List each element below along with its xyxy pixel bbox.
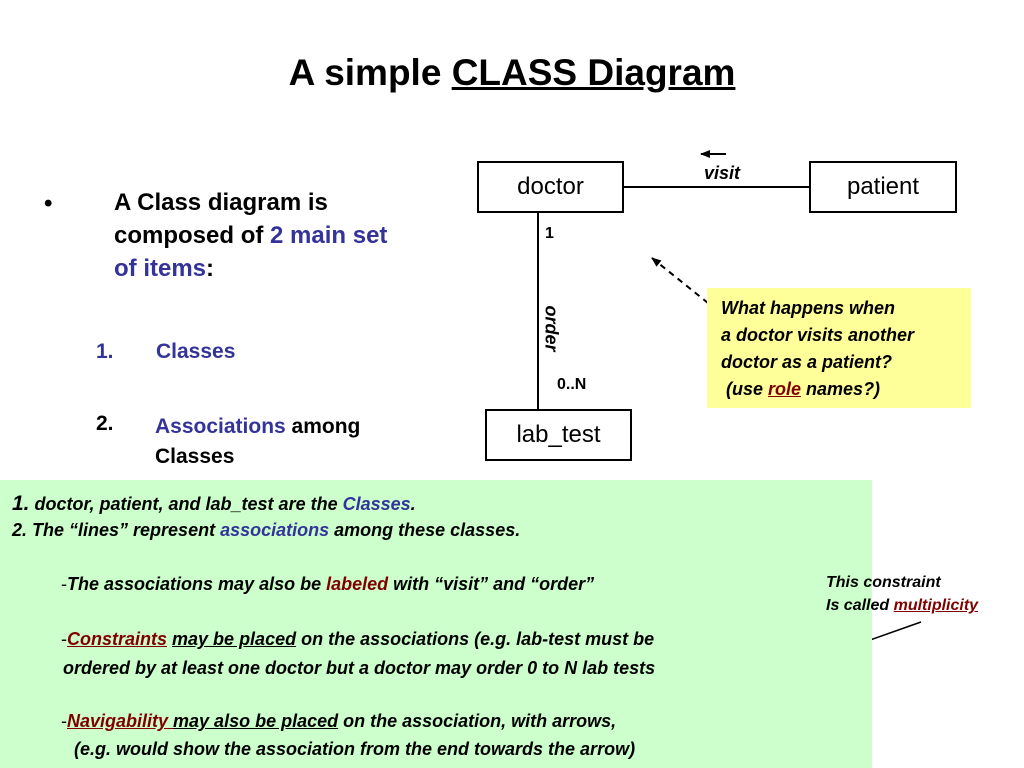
note-role-term: role xyxy=(768,379,802,399)
panel-line-6-placed: may also be placed xyxy=(173,711,339,731)
multiplicity-doctor: 1 xyxy=(545,225,554,242)
panel-line-1-a: doctor, patient, and lab_test are the xyxy=(29,494,343,514)
panel-line-1-number: 1. xyxy=(12,492,30,515)
note-line-2: a doctor visits another xyxy=(721,325,915,345)
panel-line-7: (e.g. would show the association from th… xyxy=(74,739,636,759)
title-underlined: CLASS Diagram xyxy=(451,52,736,93)
panel-line-6: -Navigability may also be placed on the … xyxy=(61,711,616,732)
panel-line-5: ordered by at least one doctor but a doc… xyxy=(63,658,656,678)
panel-line-3-dash: - xyxy=(61,574,67,594)
class-box-doctor: doctor xyxy=(477,161,624,213)
item-2-text: Associations among Classes xyxy=(155,412,415,472)
association-label-visit: visit xyxy=(704,163,741,183)
panel-line-3: -The associations may also be labeled wi… xyxy=(61,574,594,595)
bullet-text-highlight: 2 main set of items xyxy=(114,222,388,282)
panel-line-1: 1. doctor, patient, and lab_test are the… xyxy=(12,492,416,516)
panel-line-6-end: on the association, with arrows, xyxy=(338,711,617,731)
bullet-dot: • xyxy=(44,190,53,217)
panel-line-1-classes: Classes xyxy=(342,494,411,514)
panel-line-6-dash: - xyxy=(61,711,67,731)
note-line-3: doctor as a patient? xyxy=(721,352,893,372)
panel-line-2-end: among these classes. xyxy=(329,520,521,540)
multiplicity-note: This constraint Is called multiplicity xyxy=(826,571,978,617)
bullet-text: A Class diagram is composed of 2 main se… xyxy=(114,186,414,285)
item-1-label: Classes xyxy=(156,340,236,363)
panel-line-3-a: The associations may also be xyxy=(67,574,327,594)
role-names-note: What happens when a doctor visits anothe… xyxy=(707,288,971,408)
bullet-text-end: : xyxy=(206,255,215,282)
panel-line-2: 2. The “lines” represent associations am… xyxy=(12,520,520,541)
item-2-rest: among Classes xyxy=(155,415,361,468)
panel-line-4-dash: - xyxy=(61,629,67,649)
panel-line-6-navigability: Navigability xyxy=(67,711,174,731)
panel-line-4-constraints: Constraints xyxy=(67,629,168,649)
association-label-order: order xyxy=(541,305,562,352)
side-note-multiplicity-term: multiplicity xyxy=(893,597,979,614)
panel-line-2-a: 2. The “lines” represent xyxy=(12,520,221,540)
side-note-line-2: Is called multiplicity xyxy=(826,594,978,617)
panel-line-2-associations: associations xyxy=(220,520,330,540)
explanation-panel: 1. doctor, patient, and lab_test are the… xyxy=(0,480,872,768)
side-note-line-1: This constraint xyxy=(826,574,941,591)
item-1-number: 1. xyxy=(96,340,114,363)
panel-line-3-end: with “visit” and “order” xyxy=(388,574,595,594)
side-note-line-2-a: Is called xyxy=(826,597,894,614)
panel-line-4-end: on the associations (e.g. lab-test must … xyxy=(296,629,655,649)
panel-line-4: -Constraints may be placed on the associ… xyxy=(61,629,654,650)
class-box-lab-test: lab_test xyxy=(485,409,632,461)
item-2-number: 2. xyxy=(96,412,114,435)
panel-line-3-labeled: labeled xyxy=(326,574,389,594)
note-line-4: (use role names?) xyxy=(721,376,971,403)
panel-line-1-end: . xyxy=(410,494,416,514)
title-prefix: A simple xyxy=(288,52,452,93)
item-2-label: Associations xyxy=(155,415,286,438)
class-box-patient: patient xyxy=(809,161,957,213)
multiplicity-lab-test: 0..N xyxy=(557,376,587,393)
note-line-4-b: names?) xyxy=(801,379,881,399)
note-pointer-arrow xyxy=(651,257,709,304)
note-line-4-a: (use xyxy=(721,379,769,399)
page-title: A simple CLASS Diagram xyxy=(0,52,1024,94)
note-line-1: What happens when xyxy=(721,298,896,318)
bullet-text-a: A Class diagram is composed of xyxy=(114,189,328,249)
panel-line-4-placed: may be placed xyxy=(172,629,297,649)
